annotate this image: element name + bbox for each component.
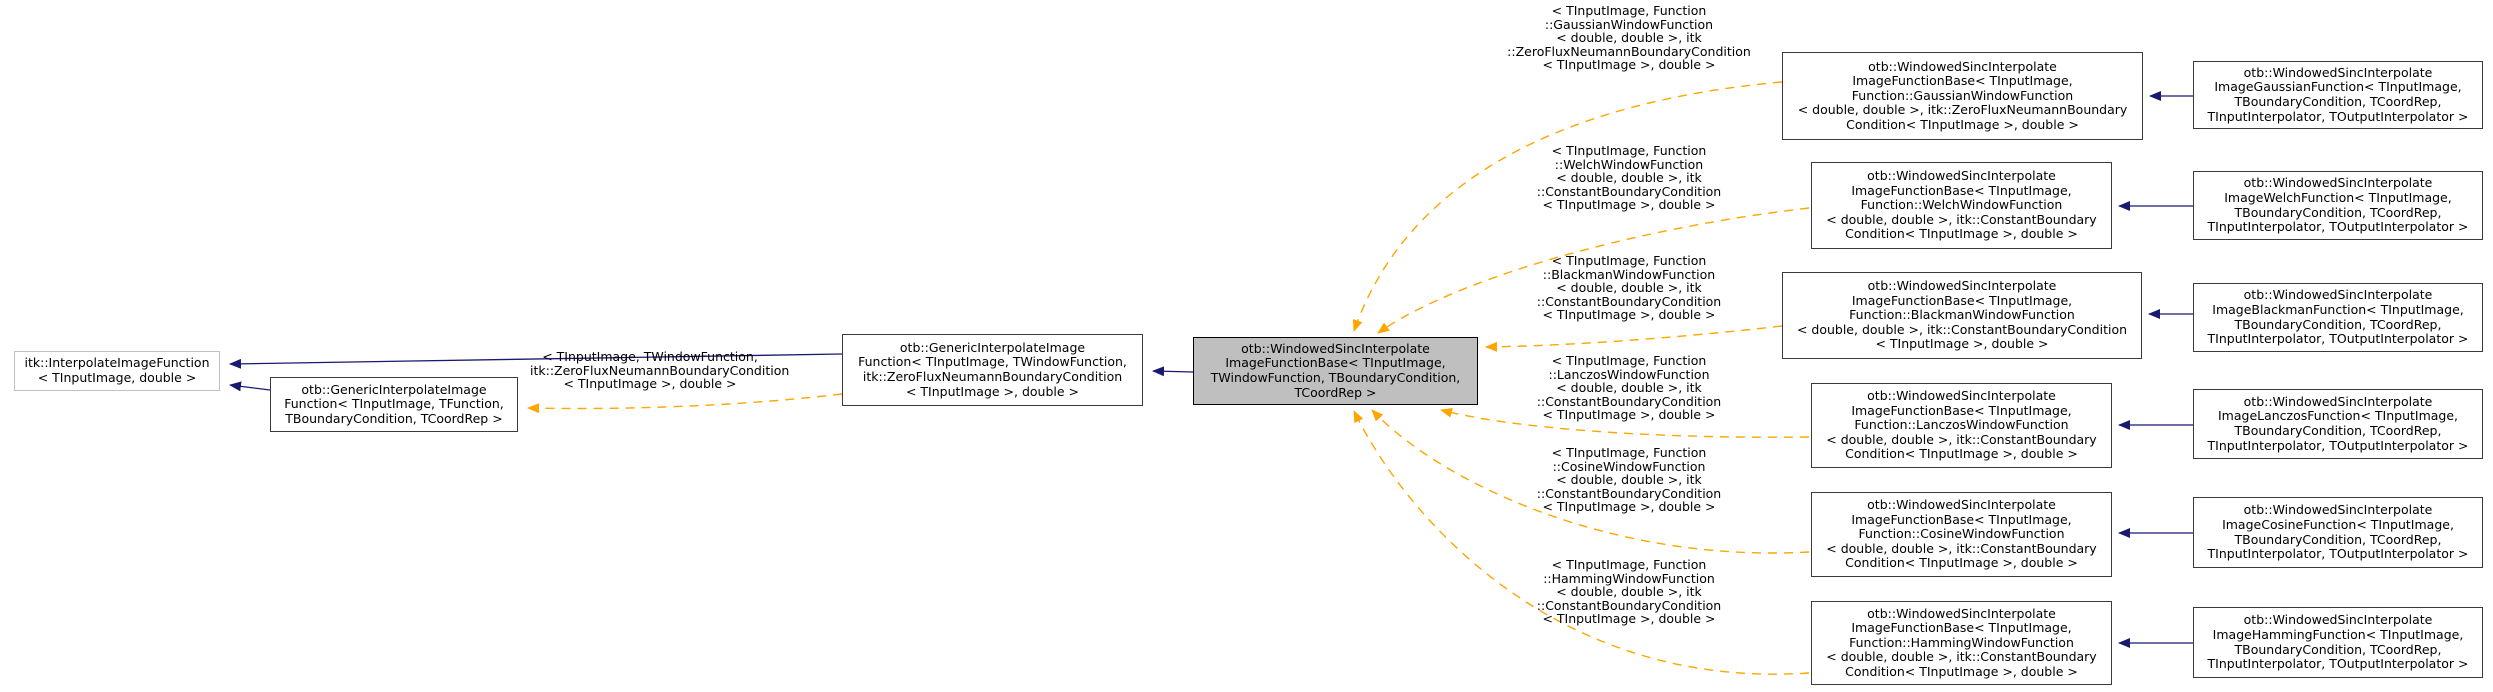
edge-label-welch: < TInputImage, Function ::WelchWindowFun… [1536, 143, 1722, 213]
class-node-windowed-sinc-interpolate-base-current: otb::WindowedSincInterpolate ImageFuncti… [1193, 337, 1478, 405]
class-node-generic-interpolate-tfunction[interactable]: otb::GenericInterpolateImage Function< T… [270, 377, 518, 432]
class-node-image-welch-function[interactable]: otb::WindowedSincInterpolate ImageWelchF… [2193, 171, 2483, 240]
edge-label-gaussian: < TInputImage, Function ::GaussianWindow… [1507, 3, 1751, 73]
class-node-base-lanczos[interactable]: otb::WindowedSincInterpolate ImageFuncti… [1811, 383, 2112, 468]
edge-label-lanczos: < TInputImage, Function ::LanczosWindowF… [1536, 353, 1722, 423]
class-node-generic-interpolate-twindowfunction[interactable]: otb::GenericInterpolateImage Function< T… [842, 334, 1143, 406]
edge-label-hamming: < TInputImage, Function ::HammingWindowF… [1536, 557, 1722, 627]
class-node-image-gaussian-function[interactable]: otb::WindowedSincInterpolate ImageGaussi… [2193, 61, 2483, 129]
class-node-base-cosine[interactable]: otb::WindowedSincInterpolate ImageFuncti… [1811, 492, 2112, 577]
class-node-base-welch[interactable]: otb::WindowedSincInterpolate ImageFuncti… [1811, 162, 2112, 249]
edge-template-blackman [1485, 325, 1783, 352]
edge-generic-tfunction-to-itk [229, 381, 271, 392]
edge-windowed-base-to-generic-twindow [1152, 366, 1194, 377]
class-node-itk-interpolate-image-function[interactable]: itk::InterpolateImageFunction < TInputIm… [14, 351, 220, 391]
class-node-base-gaussian[interactable]: otb::WindowedSincInterpolate ImageFuncti… [1782, 52, 2143, 140]
edge-label-generic-instantiation: < TInputImage, TWindowFunction, itk::Zer… [530, 349, 790, 392]
edge-template-generic [527, 393, 843, 414]
class-node-image-lanczos-function[interactable]: otb::WindowedSincInterpolate ImageLanczo… [2193, 389, 2483, 459]
class-node-base-blackman[interactable]: otb::WindowedSincInterpolate ImageFuncti… [1782, 272, 2142, 359]
edge-label-blackman: < TInputImage, Function ::BlackmanWindow… [1536, 253, 1722, 323]
class-node-image-hamming-function[interactable]: otb::WindowedSincInterpolate ImageHammin… [2193, 607, 2483, 678]
class-node-image-cosine-function[interactable]: otb::WindowedSincInterpolate ImageCosine… [2193, 497, 2483, 568]
class-node-image-blackman-function[interactable]: otb::WindowedSincInterpolate ImageBlackm… [2193, 283, 2483, 352]
class-node-base-hamming[interactable]: otb::WindowedSincInterpolate ImageFuncti… [1811, 601, 2112, 685]
edge-label-cosine: < TInputImage, Function ::CosineWindowFu… [1536, 445, 1722, 515]
